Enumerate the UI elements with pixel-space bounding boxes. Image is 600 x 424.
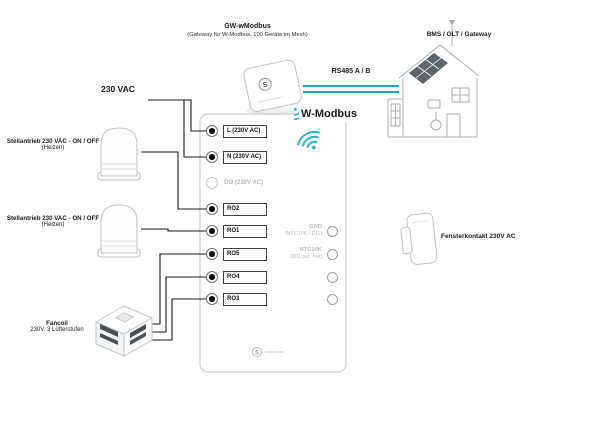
actuator-1-label-line1: Stellantrieb 230 VAC - ON / OFF: [6, 138, 100, 145]
terminal-row-empty-2: [250, 291, 338, 307]
rs485-label: RS485 A / B: [331, 68, 371, 75]
terminal-label: N (230V AC): [223, 150, 267, 164]
gateway-device: S: [243, 59, 306, 120]
actuator-2-label: Stellantrieb 230 VAC - ON / OFF (Heizen): [2, 215, 104, 228]
terminal-row-RO4: RO4: [206, 270, 267, 284]
terminal-label-block: NTC10K (DI1 pot. frei): [291, 247, 322, 260]
s-logo-letter: S: [262, 81, 268, 89]
actuator-2-label-line2: (Heizen): [41, 222, 65, 228]
fancoil-label: Fancoil 230V, 3 Lüfterstufen: [16, 320, 98, 333]
terminal-label: GND: [309, 224, 322, 231]
terminal-point: [327, 271, 338, 283]
window-contact-device: [400, 212, 438, 265]
wmodbus-label: W-Modbus: [299, 108, 359, 122]
terminal-row-L: L (230V AC): [206, 124, 267, 138]
terminal-row-DI2: DI2 (230V AC): [206, 176, 263, 190]
rs485-lines: [303, 85, 399, 93]
actuator-wires: [141, 151, 208, 232]
terminal-point: [327, 293, 338, 305]
terminal-point: [206, 293, 218, 305]
terminal-point: [206, 248, 218, 260]
fancoil-label-line1: Fancoil: [46, 320, 68, 327]
building-icon: [387, 20, 480, 138]
actuator-2-label-line1: Stellantrieb 230 VAC - ON / OFF: [6, 215, 100, 222]
actuator-1-label: Stellantrieb 230 VAC - ON / OFF (Heizen): [2, 138, 104, 151]
terminal-point: [206, 177, 218, 189]
terminal-row-RO2: RO2: [206, 202, 267, 216]
terminal-point: [206, 271, 218, 283]
terminal-label: RO4: [223, 270, 267, 284]
terminal-label: RO5: [223, 247, 267, 261]
terminal-row-empty-1: [250, 269, 338, 285]
terminal-label: DI2 (230V AC): [224, 180, 264, 186]
terminal-row-N: N (230V AC): [206, 150, 267, 164]
fancoil-device: [94, 305, 154, 357]
fancoil-label-line2: 230V, 3 Lüfterstufen: [30, 327, 84, 333]
controller-device: S: [199, 113, 347, 373]
terminal-point: [327, 248, 338, 260]
bms-label: BMS / GLT / Gateway: [426, 31, 492, 38]
gateway-title: GW-wModbus: [224, 23, 271, 30]
gateway-subtitle: (Gateway für W-Modbus, 100 Geräte im Mes…: [187, 32, 308, 38]
terminal-label: RO1: [223, 224, 267, 238]
actuator-2-device: [97, 204, 141, 258]
terminal-point: [206, 151, 218, 163]
terminal-row-RO5: RO5: [206, 247, 267, 261]
actuator-1-device: [97, 127, 141, 181]
window-contact-label: Fensterkontakt 230V AC: [441, 233, 516, 240]
wifi-icon: [297, 130, 320, 150]
terminal-point: [206, 225, 218, 237]
terminal-point: [206, 203, 218, 215]
power-label: 230 VAC: [101, 84, 135, 94]
terminal-row-GND: GND (NTC10K / DI1): [250, 223, 338, 239]
actuator-1-label-line2: (Heizen): [41, 145, 65, 151]
terminal-sublabel: (DI1 pot. frei): [290, 254, 322, 261]
terminal-label: RO2: [223, 202, 267, 216]
controller-brand-letter: S: [255, 351, 259, 357]
terminal-label: L (230V AC): [223, 124, 267, 138]
terminal-label: RO3: [223, 292, 267, 306]
terminal-point: [327, 225, 338, 237]
fancoil-wires: [152, 253, 208, 341]
terminal-row-NTC10K: NTC10K (DI1 pot. frei): [250, 246, 338, 262]
terminal-row-RO3: RO3: [206, 292, 267, 306]
terminal-sublabel: (NTC10K / DI1): [284, 231, 322, 238]
terminal-row-RO1: RO1: [206, 224, 267, 238]
terminal-point: [206, 125, 218, 137]
terminal-label-block: GND (NTC10K / DI1): [285, 224, 322, 237]
terminal-label: NTC10K: [299, 247, 322, 254]
power-wires: [148, 99, 208, 158]
